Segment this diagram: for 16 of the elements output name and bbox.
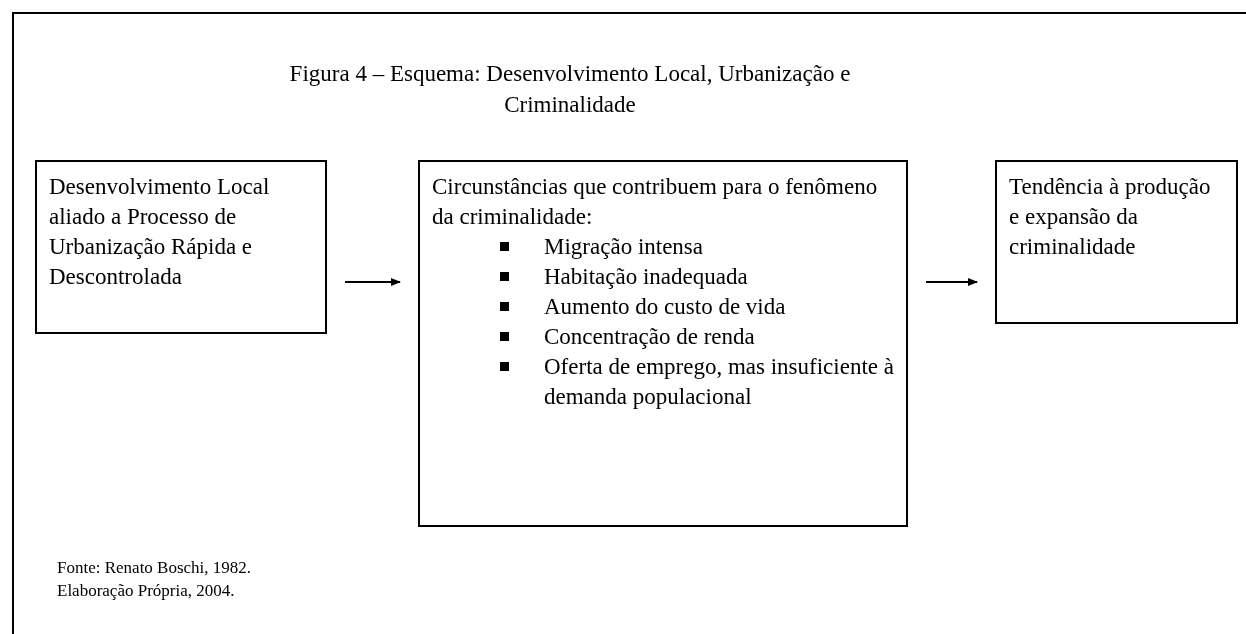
list-item: Habitação inadequada bbox=[544, 264, 748, 289]
list-item: Migração intensa bbox=[544, 234, 704, 259]
source-note: Fonte: Renato Boschi, 1982. bbox=[57, 557, 252, 579]
list-item: Concentração de renda bbox=[544, 324, 755, 349]
text-box bbox=[995, 160, 1238, 324]
list-item: Oferta de emprego, mas insuficiente à demanda populacional bbox=[544, 354, 894, 409]
arrow bbox=[925, 278, 978, 286]
box-heading: Circunstâncias que contribuem para o fenômeno da criminalidade: bbox=[432, 173, 879, 231]
box-text: Tendência à produção e expansão da criminalidade bbox=[1009, 173, 1212, 261]
text-box bbox=[35, 160, 327, 334]
source-note: Elaboração Própria, 2004. bbox=[57, 580, 235, 602]
list-item: Aumento do custo de vida bbox=[544, 294, 786, 319]
text-box bbox=[418, 160, 908, 527]
arrow bbox=[344, 278, 401, 286]
box-text: Desenvolvimento Local aliado a Processo de Urbanização Rápida e Descontrolada bbox=[49, 173, 271, 291]
figure-title: Figura 4 – Esquema: Desenvolvimento Local, Urbanização e Criminalidade bbox=[288, 60, 852, 119]
